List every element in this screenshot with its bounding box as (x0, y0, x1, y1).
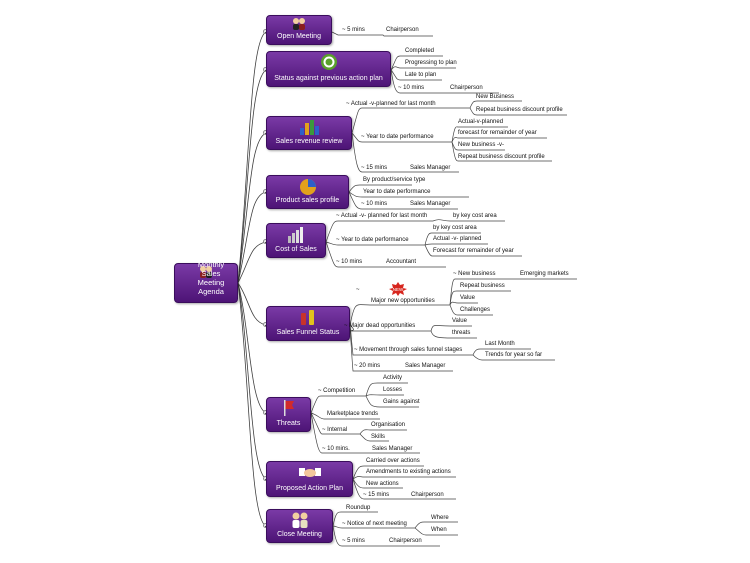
subtopic[interactable]: Progressing to plan (405, 60, 457, 66)
branch-open-meeting-label: Open Meeting (277, 33, 321, 40)
branch-threats[interactable]: Threats (266, 397, 311, 432)
subtopic[interactable]: Accountant (386, 259, 417, 265)
branch-product-sales-label: Product sales profile (275, 197, 340, 204)
subtopic[interactable]: Organisation (371, 422, 406, 428)
subtopic[interactable]: ~ 10 mins (361, 201, 388, 207)
branch-threats-label: Threats (276, 420, 301, 427)
subtopic[interactable]: ~ 15 mins (361, 165, 388, 171)
branch-sales-funnel[interactable]: Sales Funnel Status (266, 306, 350, 341)
subtopic[interactable]: Chairperson (411, 492, 444, 498)
subtopic[interactable]: ~ Internal (322, 427, 348, 433)
central-topic-node[interactable]: Monthly Sales Meeting Agenda (174, 260, 238, 303)
subtopic[interactable]: ~ 10 mins. (322, 446, 350, 452)
subtopic[interactable]: ~ (356, 287, 360, 293)
subtopic[interactable]: Year to date performance (363, 189, 431, 195)
branch-status[interactable]: Status against previous action plan (266, 51, 391, 87)
subtopic[interactable]: Sales Manager (405, 363, 446, 369)
subtopic[interactable]: Skills (371, 434, 386, 440)
subtopic[interactable]: Carried over actions (366, 458, 420, 464)
central-topic-line2: Meeting Agenda (197, 278, 225, 296)
subtopic[interactable]: Sales Manager (410, 201, 451, 207)
subtopic[interactable]: Chairperson (389, 538, 422, 544)
subtopic[interactable]: Losses (383, 387, 403, 393)
subtopic[interactable]: Challenges (460, 307, 491, 313)
subtopic[interactable]: Late to plan (405, 72, 437, 78)
bar-chart-icon (288, 227, 303, 243)
branch-product-sales[interactable]: Product sales profile (266, 175, 349, 209)
subtopic[interactable]: by key cost area (433, 225, 477, 231)
handshake-icon (298, 468, 321, 477)
subtopic[interactable]: ~ Year to date performance (361, 134, 434, 140)
subtopic[interactable]: By product/service type (363, 177, 426, 183)
subtopic[interactable]: ~ Movement through sales funnel stages (354, 347, 463, 353)
subtopic[interactable]: Chairperson (386, 27, 419, 33)
branch-cost-of-sales-label: Cost of Sales (275, 246, 317, 253)
subtopic[interactable]: by key cost area (453, 213, 497, 219)
subtopic[interactable]: New actions (366, 481, 399, 487)
branch-close-meeting[interactable]: Close Meeting (266, 509, 333, 543)
branch-action-plan[interactable]: Proposed Action Plan (266, 461, 353, 497)
branch-sales-revenue-label: Sales revenue review (275, 138, 343, 145)
branch-sales-funnel-label: Sales Funnel Status (276, 329, 340, 336)
central-topic-line1: Monthly Sales (197, 260, 225, 278)
flag-icon (283, 400, 294, 416)
subtopic[interactable]: Value (452, 318, 467, 324)
new-badge-icon: NEW (389, 282, 407, 296)
target-icon (320, 54, 337, 70)
subtopic[interactable]: Actual-v-planned (458, 119, 504, 125)
pie-chart-icon (299, 179, 316, 195)
subtopic[interactable]: New Business (476, 94, 515, 100)
subtopic[interactable]: ~ 5 mins (342, 538, 365, 544)
branch-action-plan-label: Proposed Action Plan (276, 485, 343, 492)
subtopic[interactable]: Emerging markets (520, 271, 569, 277)
branch-status-label: Status against previous action plan (274, 75, 383, 82)
subtopic[interactable]: Chairperson (450, 85, 483, 91)
subtopic[interactable]: Completed (405, 48, 435, 54)
subtopic[interactable]: ~ Actual -v- planned for last month (336, 213, 428, 219)
subtopic[interactable]: Roundup (346, 505, 371, 511)
subtopic[interactable]: Forecast for remainder of year (433, 248, 514, 254)
subtopic[interactable]: When (431, 527, 447, 533)
subtopic[interactable]: Activity (383, 375, 403, 381)
subtopic[interactable]: Repeat business discount profile (458, 154, 545, 160)
subtopic[interactable]: forecast for remainder of year (458, 130, 537, 136)
people-icon (200, 266, 212, 278)
subtopic[interactable]: Marketplace trends (327, 411, 379, 417)
branch-close-meeting-label: Close Meeting (277, 531, 322, 538)
subtopic[interactable]: Actual -v- planned (433, 236, 482, 242)
subtopic[interactable]: Last Month (485, 341, 515, 347)
people-icon (293, 18, 305, 30)
branch-sales-revenue[interactable]: Sales revenue review (266, 116, 352, 150)
branch-open-meeting[interactable]: Open Meeting (266, 15, 332, 45)
subtopic[interactable]: ~ 5 mins (342, 27, 365, 33)
funnel-icon (301, 310, 314, 325)
subtopic[interactable]: Major new opportunities (371, 298, 435, 304)
subtopic[interactable]: Where (431, 515, 449, 521)
subtopic[interactable]: Amendments to existing actions (366, 469, 451, 475)
subtopic[interactable]: Repeat business (460, 283, 505, 289)
subtopic[interactable]: Sales Manager (410, 165, 451, 171)
subtopic[interactable]: Sales Manager (372, 446, 413, 452)
subtopic[interactable]: Trends for year so far (485, 352, 543, 358)
subtopic[interactable]: ~ 10 mins (398, 85, 425, 91)
subtopic[interactable]: ~ 10 mins (336, 259, 363, 265)
subtopic[interactable]: threats (452, 330, 471, 336)
bar-chart-icon (300, 120, 319, 135)
subtopic[interactable]: ~ Actual -v-planned for last month (346, 101, 436, 107)
subtopic[interactable]: ~ Notice of next meeting (342, 521, 407, 527)
subtopic[interactable]: Gains against (383, 399, 420, 405)
subtopic[interactable]: ~ New business (453, 271, 496, 277)
new-badge-text: NEW (393, 287, 404, 292)
subtopic[interactable]: ~ Competition (318, 388, 356, 394)
people-icon (292, 512, 307, 528)
branch-cost-of-sales[interactable]: Cost of Sales (266, 223, 326, 258)
subtopic[interactable]: Repeat business discount profile (476, 107, 563, 113)
subtopic[interactable]: Value (460, 295, 475, 301)
subtopic[interactable]: ~ 20 mins (354, 363, 381, 369)
subtopic[interactable]: ~ 15 mins (363, 492, 390, 498)
subtopic[interactable]: New business -v- (458, 142, 505, 148)
subtopic[interactable]: ~ Year to date performance (336, 237, 409, 243)
subtopic[interactable]: ~ Major dead opportunities (344, 323, 416, 329)
